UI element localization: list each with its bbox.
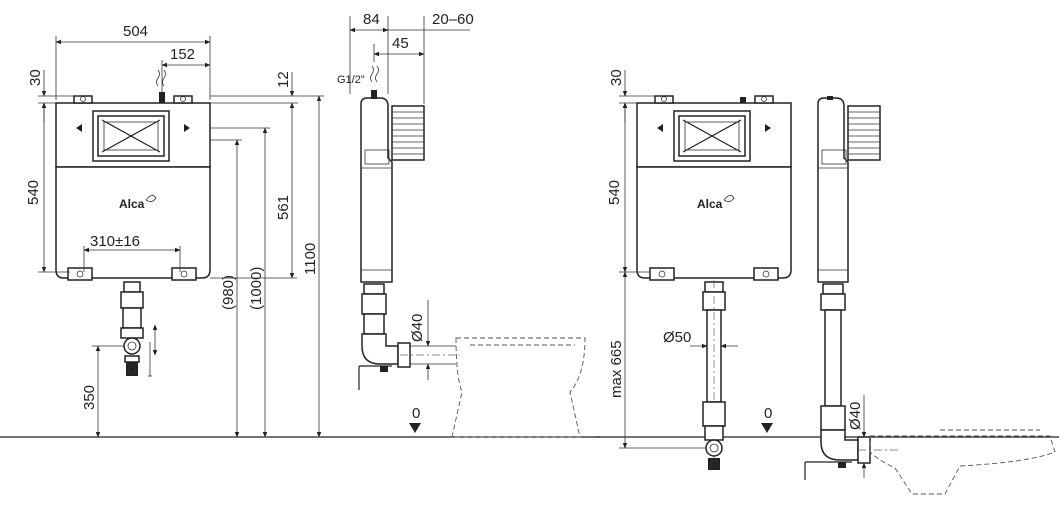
dim-310: 310±16: [90, 233, 140, 250]
dim-1100: 1100: [302, 243, 319, 275]
dim-pipe-50: Ø50: [663, 329, 691, 346]
side-view-left: [358, 65, 586, 438]
dimensions-side: 84 20–60 45 G1/2" Ø40 0: [337, 11, 474, 433]
dim-350: 350: [81, 385, 98, 410]
dim-561: 561: [275, 195, 292, 220]
floor-zero-left: 0: [412, 405, 420, 422]
dim-30-left: 30: [27, 69, 44, 86]
dim-max-665: max 665: [608, 340, 625, 398]
dim-980: (980): [220, 275, 237, 310]
dim-12: 12: [275, 71, 292, 88]
dim-20-60: 20–60: [432, 11, 474, 28]
dim-540-left: 540: [25, 180, 42, 205]
dim-pipe-40-right: Ø40: [847, 402, 864, 430]
dim-45: 45: [392, 35, 409, 52]
dim-540-right: 540: [606, 180, 623, 205]
dim-152: 152: [170, 46, 195, 63]
front-view-right: Alca: [636, 95, 792, 470]
logo-left: Alca: [119, 197, 145, 211]
dim-84: 84: [363, 11, 380, 28]
dim-1000: (1000): [248, 267, 265, 310]
front-view-left: Alca: [55, 69, 211, 377]
dimensions-side-right: Ø40: [847, 395, 867, 478]
dim-504: 504: [123, 23, 148, 40]
logo-right: Alca: [697, 197, 723, 211]
dim-thread: G1/2": [337, 74, 365, 86]
dimensions-left: 504 152 30 540 310±16 350 (980) (1000): [25, 23, 324, 438]
dim-30-right: 30: [608, 69, 625, 86]
floor-zero-right: 0: [764, 405, 772, 422]
side-view-right: [804, 96, 1056, 495]
dimensions-right: 30 540 max 665 Ø50 0: [606, 69, 773, 449]
dim-pipe-40-left: Ø40: [409, 314, 426, 342]
